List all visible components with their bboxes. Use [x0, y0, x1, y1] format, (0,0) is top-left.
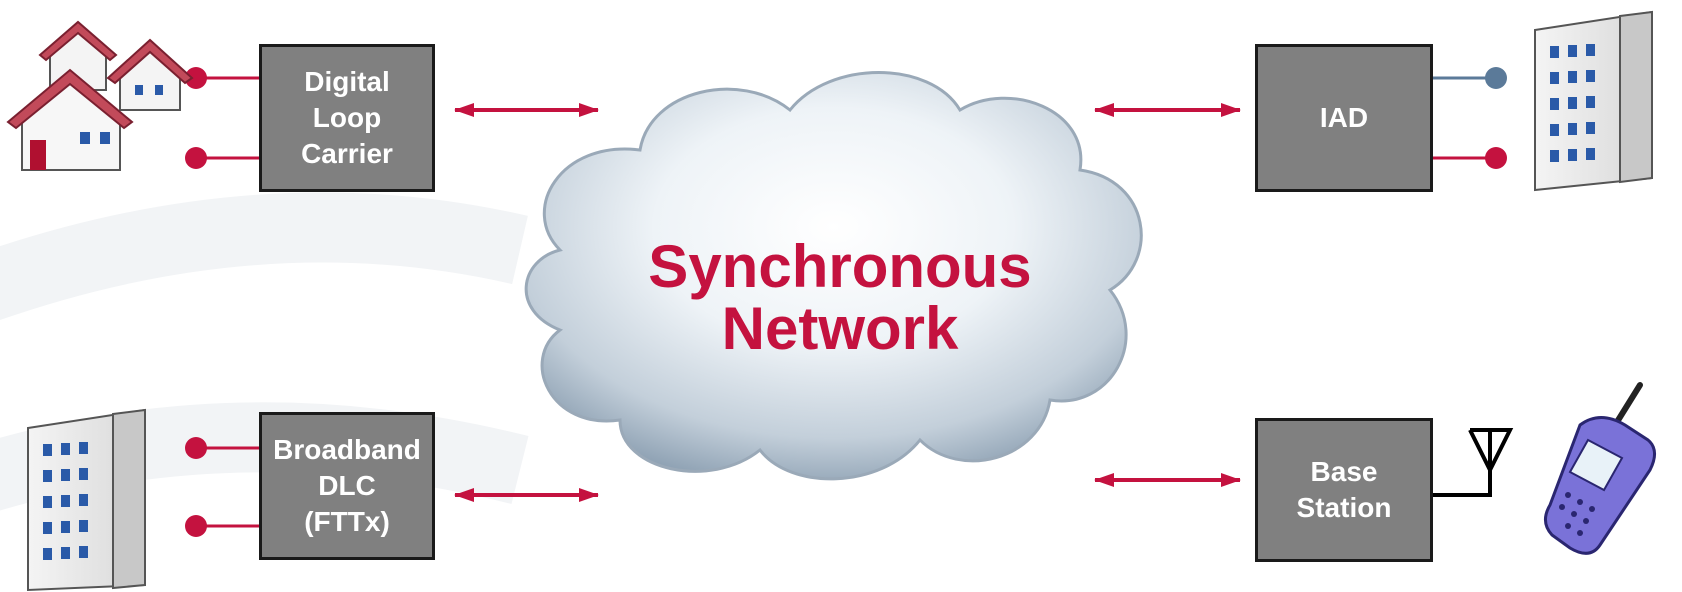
office-building-icon [1534, 10, 1653, 192]
connector-dot [185, 515, 207, 537]
network-title: Synchronous Network [600, 236, 1080, 360]
arrows [454, 103, 1241, 502]
connector-dot [1485, 67, 1507, 89]
network-title-line: Network [721, 295, 959, 362]
bdlc-connectors [185, 437, 262, 537]
office-building-icon [27, 408, 146, 592]
mobile-phone-icon [1544, 382, 1656, 555]
box-label: IAD [1319, 102, 1369, 133]
connector-dot [185, 67, 207, 89]
box-label: Station [1296, 492, 1392, 523]
box-label: Loop [312, 102, 382, 133]
base-station-box: Base Station [1255, 418, 1433, 562]
digital-loop-carrier-box: Digital Loop Carrier [259, 44, 435, 192]
connector-dot [185, 147, 207, 169]
iad-box: IAD [1255, 44, 1433, 192]
box-label: Base [1310, 456, 1378, 487]
iad-connectors [1430, 67, 1507, 169]
dlc-connectors [185, 67, 262, 169]
network-title-line: Synchronous [648, 233, 1032, 300]
box-label: DLC [318, 470, 376, 501]
broadband-dlc-box: Broadband DLC (FTTx) [259, 412, 435, 560]
box-label: Broadband [273, 434, 421, 465]
connector-dot [185, 437, 207, 459]
houses-icon [6, 20, 194, 171]
box-label: Digital [304, 66, 390, 97]
cloud-icon [524, 71, 1143, 481]
box-label: Carrier [301, 138, 393, 169]
connector-dot [1485, 147, 1507, 169]
box-label: (FTTx) [304, 506, 390, 537]
antenna-icon [1430, 428, 1514, 497]
